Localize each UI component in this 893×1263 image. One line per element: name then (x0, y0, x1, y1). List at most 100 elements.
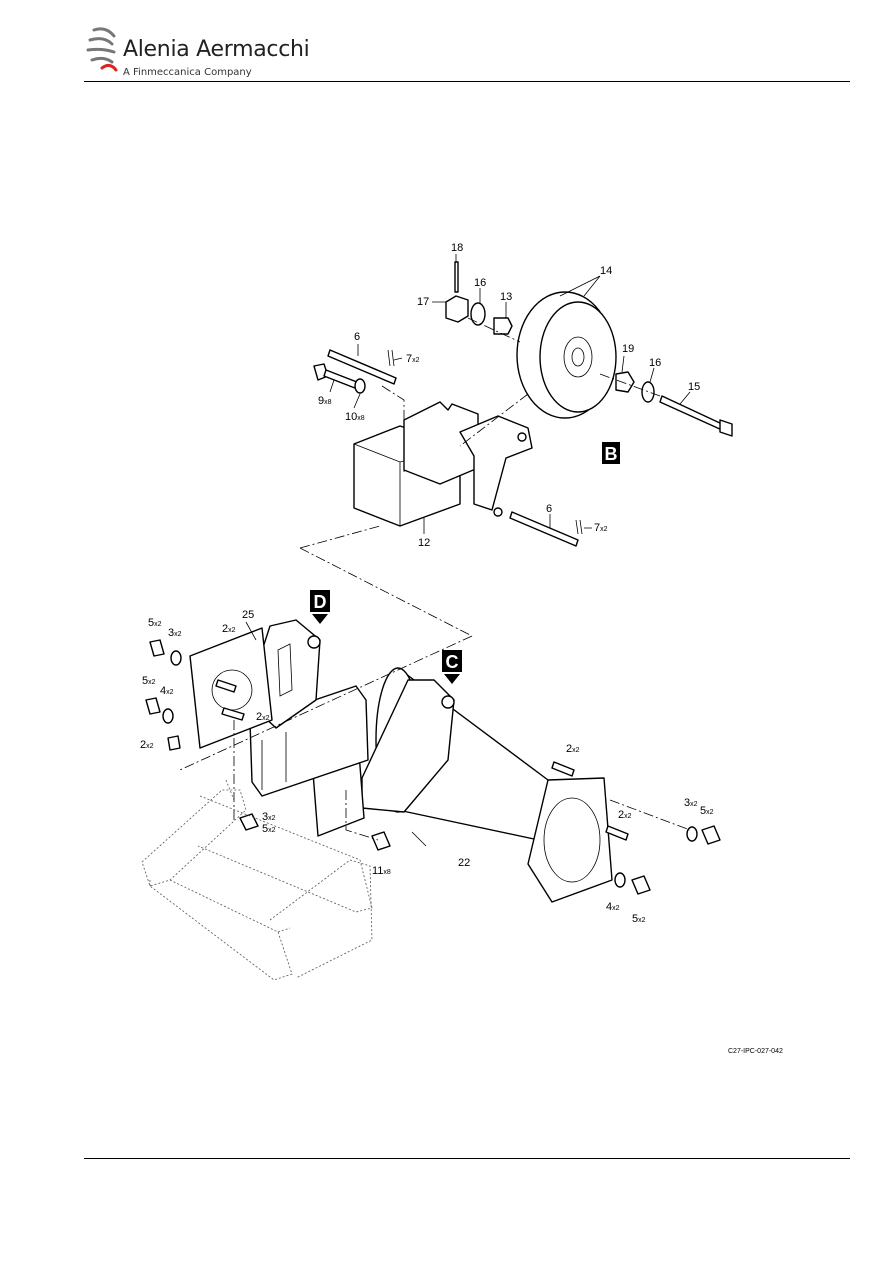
header-rule (84, 81, 850, 82)
airframe-rib-3 (197, 795, 373, 913)
bolt-2-b (215, 679, 237, 693)
bracket-assembly-12 (313, 349, 583, 547)
callout-12: 12 (418, 537, 430, 549)
flange-right-bore (543, 797, 601, 883)
support-block-c-hole (441, 695, 455, 709)
nut-5-b (145, 697, 161, 715)
cotter-pin-18 (454, 261, 459, 293)
align-line-1 (299, 525, 381, 549)
washer-16-upper (470, 302, 486, 326)
view-marker-c: C (442, 650, 462, 684)
bracket-12-hole-2 (493, 507, 503, 517)
washer-3-a (170, 650, 182, 666)
airframe-rib-4 (269, 859, 373, 979)
callout-25: 25 (242, 609, 254, 621)
align-line-5 (459, 393, 529, 447)
callout-2-a: 2x2 (222, 623, 236, 635)
brand-name: Alenia Aermacchi (123, 37, 310, 62)
callout-6-b: 6 (546, 503, 552, 515)
callout-13: 13 (500, 291, 512, 303)
pulley-14-bore (571, 347, 585, 367)
tube-assembly-22: D C (145, 590, 721, 903)
airframe-rib-1 (141, 789, 247, 887)
callout-2-e: 2x2 (618, 809, 632, 821)
mounting-frame-edges (261, 732, 287, 790)
callout-2-c: 2x2 (140, 739, 154, 751)
support-block-d-hole (307, 635, 321, 649)
callout-19: 19 (622, 343, 634, 355)
align-line-8 (609, 799, 691, 831)
align-line-6 (467, 317, 521, 343)
view-marker-b: B (602, 442, 620, 464)
bushing-19 (615, 371, 635, 393)
brand-tagline: A Finmeccanica Company (123, 67, 252, 78)
pin-6-upper (327, 349, 397, 385)
callout-22: 22 (458, 857, 470, 869)
callout-4-b: 4x2 (606, 901, 620, 913)
bracket-12-hole-1 (517, 432, 527, 442)
washer-4-a (162, 708, 174, 724)
callout-labels: 18 14 17 16 13 6 7x2 19 16 15 9x8 10x8 1… (140, 242, 714, 925)
callout-16-a: 16 (474, 277, 486, 289)
callout-10: 10x8 (345, 411, 365, 423)
alignment-lines (179, 317, 691, 841)
view-marker-b-label: B (605, 444, 618, 464)
align-line-4 (381, 385, 405, 472)
callout-14: 14 (600, 265, 612, 277)
washer-3-b (686, 826, 698, 842)
callout-5-d: 5x2 (700, 805, 714, 817)
bolt-2-a (167, 735, 181, 751)
bolt-2-d (551, 761, 575, 777)
pulley-14-rim (539, 301, 617, 413)
airframe-details (149, 779, 291, 933)
support-block-c (361, 679, 455, 813)
bolt-2-c (221, 707, 245, 721)
company-logo (86, 27, 118, 72)
view-marker-d-arrow-icon (312, 614, 328, 624)
airframe-structure (141, 779, 373, 981)
callout-3-a: 3x2 (168, 627, 182, 639)
callout-5-e: 5x2 (632, 913, 646, 925)
callout-3-b: 3x2 (262, 811, 276, 823)
callout-leaders (245, 254, 691, 847)
washer-10 (354, 378, 366, 394)
callout-15: 15 (688, 381, 700, 393)
pin-6-lower (509, 511, 579, 547)
view-marker-c-arrow-icon (444, 674, 460, 684)
align-line-10 (345, 790, 379, 841)
callout-7-b: 7x2 (594, 522, 608, 534)
bracket-12-plate-left (403, 401, 479, 485)
nut-5-d (701, 825, 721, 845)
cotter-7-lower (575, 519, 583, 535)
nut-5-c (239, 813, 259, 831)
support-block-d-slot (277, 643, 293, 697)
bolt-15-head (719, 419, 733, 437)
bracket-12-plate-right (459, 415, 533, 511)
callout-5-c: 5x2 (262, 823, 276, 835)
airframe-rib-2 (149, 879, 293, 981)
view-marker-c-label: C (446, 652, 459, 672)
callout-2-d: 2x2 (566, 743, 580, 755)
callout-9: 9x8 (318, 395, 332, 407)
callout-17: 17 (417, 296, 429, 308)
bolt-15-shank (659, 395, 723, 431)
view-marker-d: D (310, 590, 330, 624)
callout-4-a: 4x2 (160, 685, 174, 697)
callout-2-b: 2x2 (256, 711, 270, 723)
view-marker-d-label: D (314, 592, 327, 612)
figure-reference-code: C27-IPC-027-042 (728, 1048, 783, 1055)
pulley-assembly: B (445, 261, 733, 464)
pulley-14-hub (563, 336, 593, 378)
bolt-2-e (605, 825, 629, 841)
washer-4-b (614, 872, 626, 888)
align-line-2 (299, 547, 473, 637)
callout-5-a: 5x2 (148, 617, 162, 629)
washer-16-lower (641, 381, 655, 403)
callout-11: 11x8 (372, 865, 391, 877)
nut-5-e (631, 875, 651, 895)
nut-11 (371, 831, 391, 851)
callout-5-b: 5x2 (142, 675, 156, 687)
callout-3-c: 3x2 (684, 797, 698, 809)
callout-7-a: 7x2 (406, 353, 420, 365)
